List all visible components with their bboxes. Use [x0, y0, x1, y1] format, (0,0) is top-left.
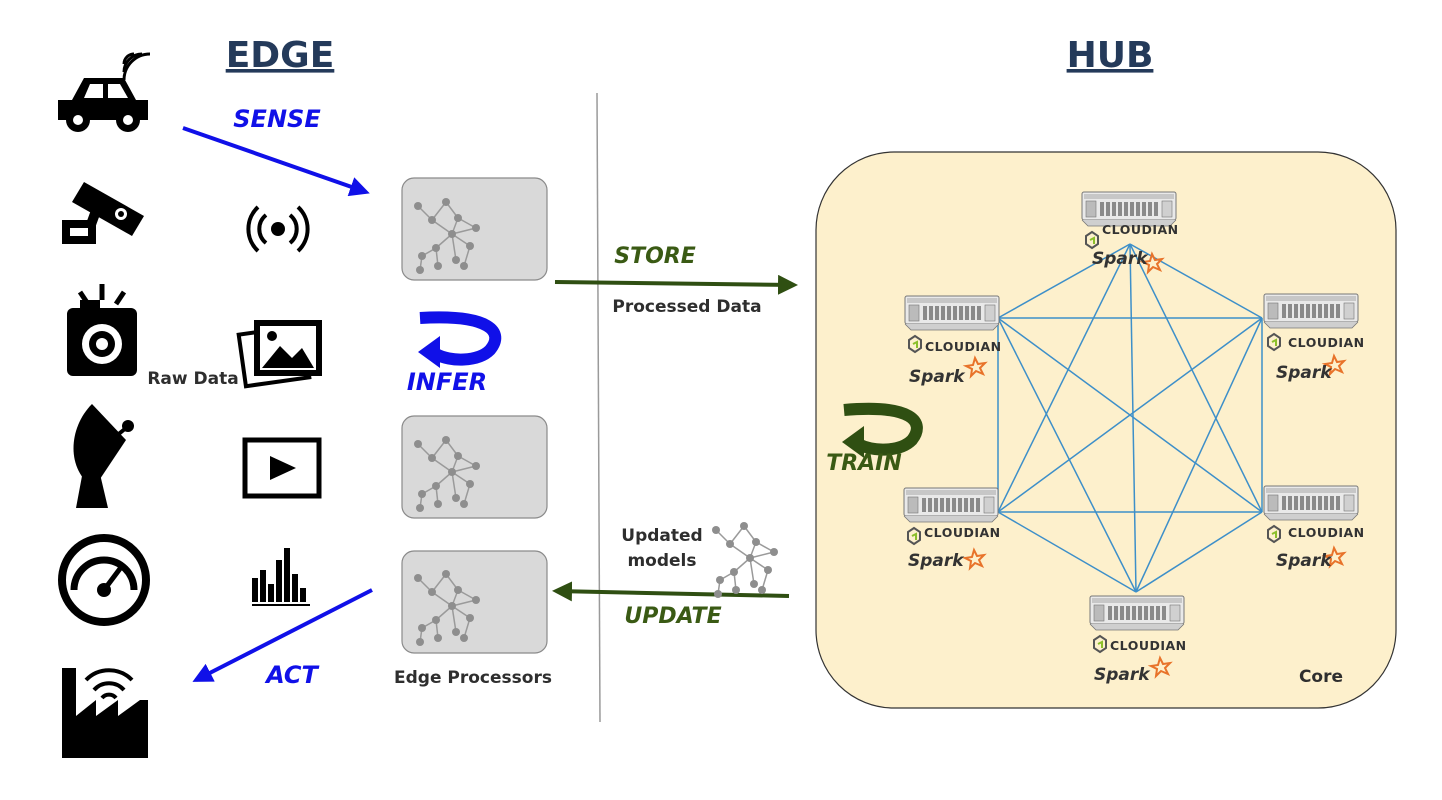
- updated-model-network-icon: [711, 521, 779, 599]
- act-arrow: [192, 588, 373, 682]
- satellite-dish-icon: [73, 404, 134, 508]
- cluster-mesh-lines: [997, 243, 1263, 593]
- server-node-top: CLOUDIAN Spark: [1081, 191, 1179, 273]
- edge-processor-2: [401, 415, 548, 519]
- svg-text:CLOUDIAN: CLOUDIAN: [1288, 525, 1365, 540]
- processed-data-label: Processed Data: [612, 297, 761, 317]
- store-arrow: [554, 274, 798, 295]
- updated-models-label-line2: models: [627, 551, 696, 571]
- raw-data-label: Raw Data: [147, 369, 238, 389]
- server-node-lower-left: CLOUDIAN Spark: [903, 487, 1001, 571]
- svg-text:Spark: Spark: [1092, 249, 1149, 269]
- server-node-lower-right: CLOUDIAN Spark: [1263, 485, 1365, 571]
- core-label: Core: [1299, 667, 1343, 687]
- broadcast-signal-icon: [246, 205, 310, 253]
- hub-title: HUB: [1067, 35, 1154, 76]
- svg-text:Spark: Spark: [1276, 363, 1333, 383]
- svg-text:Spark: Spark: [1094, 665, 1151, 685]
- updated-models-label-line1: Updated: [621, 526, 702, 546]
- server-node-bottom: CLOUDIAN Spark: [1089, 595, 1187, 685]
- edge-processor-3: [401, 550, 548, 654]
- security-camera-icon: [62, 182, 144, 244]
- gauge-icon: [58, 534, 150, 626]
- svg-text:CLOUDIAN: CLOUDIAN: [924, 525, 1001, 540]
- server-node-upper-right: CLOUDIAN Spark: [1263, 293, 1365, 383]
- audio-equalizer-icon: [252, 548, 310, 606]
- edge-title: EDGE: [226, 35, 335, 76]
- edge-hub-divider: [596, 92, 601, 723]
- server-node-upper-left: CLOUDIAN Spark: [904, 295, 1002, 387]
- sense-arrow: [182, 126, 370, 197]
- svg-text:CLOUDIAN: CLOUDIAN: [1102, 222, 1179, 237]
- sense-label: SENSE: [233, 105, 321, 133]
- update-arrow: [552, 581, 790, 602]
- svg-text:Spark: Spark: [1276, 551, 1333, 571]
- smart-factory-icon: [62, 668, 148, 758]
- svg-text:CLOUDIAN: CLOUDIAN: [1110, 638, 1187, 653]
- svg-text:CLOUDIAN: CLOUDIAN: [925, 339, 1002, 354]
- connected-car-icon: [58, 52, 151, 132]
- video-play-icon: [242, 437, 322, 499]
- update-label: UPDATE: [624, 604, 721, 629]
- image-gallery-icon: [236, 320, 322, 389]
- camera-icon: [67, 284, 137, 376]
- edge-processors-label: Edge Processors: [394, 668, 552, 688]
- act-label: ACT: [264, 661, 319, 689]
- store-label: STORE: [614, 244, 696, 269]
- svg-text:CLOUDIAN: CLOUDIAN: [1288, 335, 1365, 350]
- edge-processor-1: [401, 177, 548, 281]
- train-label: TRAIN: [826, 451, 902, 476]
- infer-cycle-arrow: [418, 311, 502, 368]
- core-cluster: [815, 151, 1397, 709]
- svg-text:Spark: Spark: [908, 551, 965, 571]
- train-cycle-arrow: [842, 402, 923, 458]
- svg-text:Spark: Spark: [909, 367, 966, 387]
- infer-label: INFER: [407, 368, 487, 396]
